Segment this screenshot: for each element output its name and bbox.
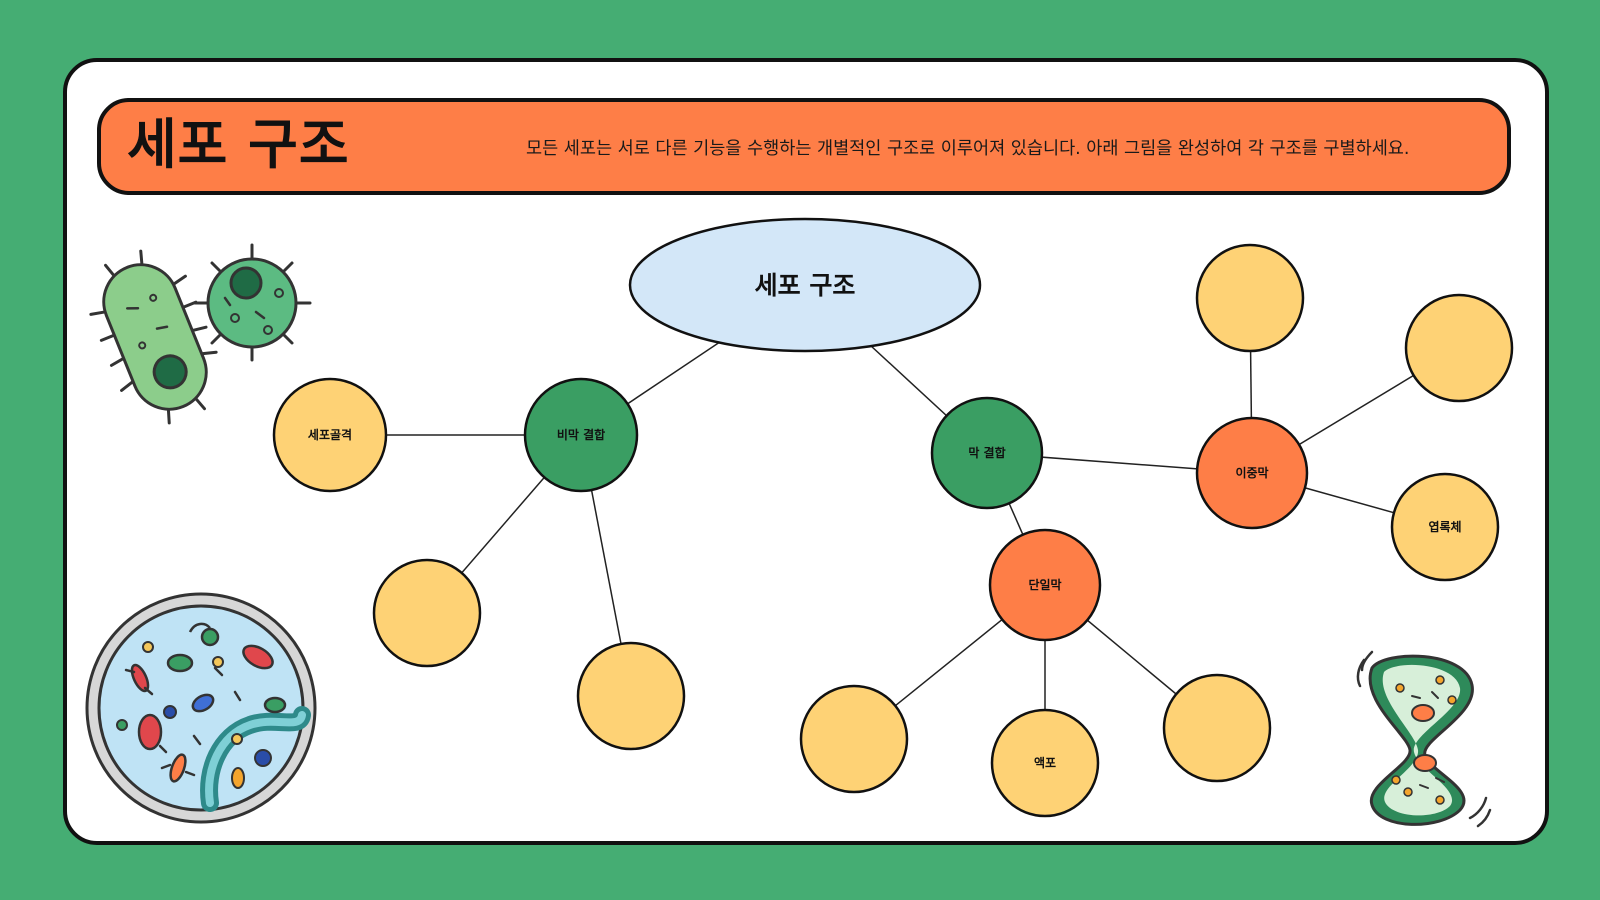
node-blank-4[interactable]	[1404, 293, 1514, 403]
node-blank-5[interactable]	[799, 684, 909, 794]
root-node	[628, 217, 982, 353]
node-label-non-membrane: 비막 결합	[557, 427, 605, 442]
node-label-single-membrane: 단일막	[1028, 577, 1061, 592]
petri-dish-illustration	[85, 592, 317, 824]
node-label-chloroplast: 엽록체	[1428, 519, 1461, 534]
header-banner	[97, 98, 1511, 195]
node-non-membrane	[523, 377, 639, 493]
page-subtitle: 모든 세포는 서로 다른 기능을 수행하는 개별적인 구조로 이루어져 있습니다…	[526, 139, 1410, 159]
node-label-double-membrane: 이중막	[1235, 465, 1268, 480]
node-cytoskeleton	[272, 377, 388, 493]
node-membrane	[930, 396, 1044, 510]
node-blank-3[interactable]	[1195, 243, 1305, 353]
node-label-membrane: 막 결합	[968, 445, 1005, 460]
node-blank-1[interactable]	[372, 558, 482, 668]
node-label-cytoskeleton: 세포골격	[308, 427, 352, 442]
node-vacuole	[990, 708, 1100, 818]
node-double-membrane	[1195, 416, 1309, 530]
cell-division-illustration	[1356, 650, 1492, 828]
page-title: 세포 구조	[127, 113, 350, 176]
node-blank-6[interactable]	[1162, 673, 1272, 783]
root-node-label: 세포 구조	[755, 271, 856, 300]
node-label-vacuole: 액포	[1034, 756, 1056, 770]
node-chloroplast	[1390, 472, 1500, 582]
node-blank-2[interactable]	[576, 641, 686, 751]
bacteria-illustration	[89, 243, 312, 425]
node-single-membrane	[988, 528, 1102, 642]
